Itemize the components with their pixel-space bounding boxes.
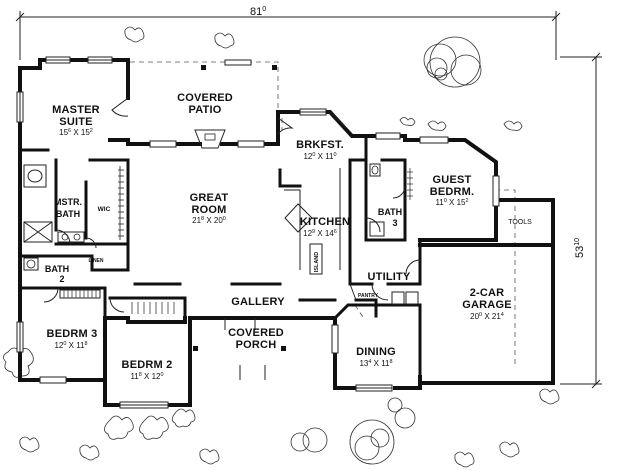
room-label-bedrm3: BEDRM 3 120 X 118: [47, 328, 98, 350]
room-label-utility: UTILITY: [368, 271, 411, 283]
fixtures: [23, 65, 419, 380]
room-label-dining: DINING 134 X 118: [356, 346, 396, 368]
svg-text:GARAGE: GARAGE: [462, 299, 511, 311]
svg-text:120 X 118: 120 X 118: [54, 341, 87, 350]
overall-depth-dimension: [560, 52, 602, 389]
svg-text:BATH: BATH: [56, 209, 80, 219]
svg-text:MASTER: MASTER: [52, 104, 100, 116]
overall-width-label: 810: [250, 6, 266, 18]
svg-text:200 X 214: 200 X 214: [470, 312, 504, 321]
island-label: ISLAND: [314, 252, 320, 273]
room-label-bath3: BATH 3: [378, 207, 402, 228]
svg-text:118 X 120: 118 X 120: [130, 372, 163, 381]
svg-text:COVERED: COVERED: [177, 92, 233, 104]
room-label-covered-porch: COVERED PORCH: [228, 327, 284, 351]
room-label-pantry: PANTRY: [358, 293, 379, 299]
room-label-bedrm2: BEDRM 2 118 X 120: [122, 359, 173, 381]
overall-depth-label: 5310: [574, 238, 586, 258]
svg-text:218 X 200: 218 X 200: [192, 216, 226, 225]
windows: [16, 56, 500, 409]
svg-text:GREAT: GREAT: [190, 192, 229, 204]
svg-text:PORCH: PORCH: [236, 339, 277, 351]
svg-text:110 X 152: 110 X 152: [435, 198, 468, 207]
room-label-great-room: GREAT ROOM 218 X 200: [190, 192, 229, 225]
room-label-brkfst: BRKFST. 120 X 110: [296, 139, 344, 161]
landscape-trees: [3, 26, 560, 468]
svg-text:COVERED: COVERED: [228, 327, 284, 339]
room-label-gallery: GALLERY: [231, 296, 285, 308]
room-label-linen: LINEN: [89, 258, 104, 264]
svg-text:129 X 146: 129 X 146: [303, 229, 337, 238]
svg-text:120 X 110: 120 X 110: [303, 152, 336, 161]
svg-text:KITCHEN: KITCHEN: [300, 216, 350, 228]
svg-text:PATIO: PATIO: [189, 104, 222, 116]
svg-text:156 X 152: 156 X 152: [59, 128, 93, 137]
overall-width-dimension: [15, 11, 561, 60]
svg-text:ROOM: ROOM: [191, 204, 226, 216]
svg-text:BATH: BATH: [378, 207, 402, 217]
svg-text:BRKFST.: BRKFST.: [296, 139, 344, 151]
room-label-garage: 2-CAR GARAGE 200 X 214: [462, 287, 511, 321]
svg-text:BATH: BATH: [45, 264, 69, 274]
svg-text:2: 2: [59, 274, 64, 284]
svg-text:GUEST: GUEST: [433, 174, 472, 186]
svg-text:2-CAR: 2-CAR: [470, 287, 505, 299]
room-label-bath2: BATH 2: [45, 264, 69, 284]
svg-text:BEDRM 3: BEDRM 3: [47, 328, 98, 340]
exterior-walls: [18, 58, 555, 407]
svg-text:MSTR.: MSTR.: [54, 197, 82, 207]
svg-text:BEDRM.: BEDRM.: [430, 186, 475, 198]
svg-text:BEDRM 2: BEDRM 2: [122, 359, 173, 371]
svg-text:3: 3: [392, 218, 397, 228]
interior-walls: [18, 134, 422, 379]
room-label-wic: WIC: [98, 206, 111, 213]
room-label-mstr-bath: MSTR. BATH: [54, 197, 82, 219]
svg-text:SUITE: SUITE: [59, 116, 92, 128]
room-label-guest-bedrm: GUEST BEDRM. 110 X 152: [430, 174, 475, 207]
room-label-tools: TOOLS: [508, 219, 532, 226]
room-label-kitchen: KITCHEN 129 X 146 ISLAND: [300, 216, 350, 272]
svg-text:134 X 118: 134 X 118: [359, 359, 392, 368]
room-label-master-suite: MASTER SUITE 156 X 152: [52, 104, 100, 137]
svg-text:DINING: DINING: [356, 346, 396, 358]
room-label-covered-patio: COVERED PATIO: [177, 92, 233, 116]
